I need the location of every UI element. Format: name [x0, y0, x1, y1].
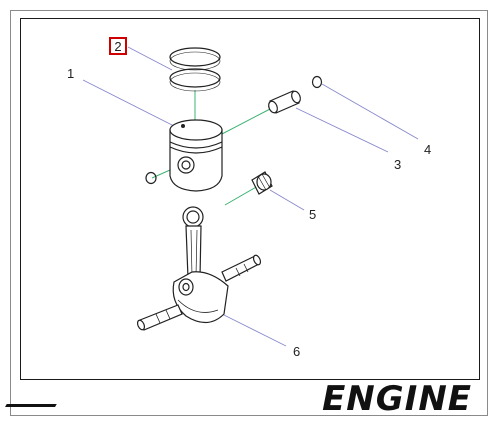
outer-frame: [10, 10, 488, 416]
connecting-rod: [182, 206, 204, 279]
callout-6[interactable]: 6: [293, 344, 301, 359]
leader-lines: [82, 46, 419, 347]
logo-text: ENGINE: [322, 379, 472, 419]
callout-1[interactable]: 1: [67, 66, 75, 81]
callout-2-label: 2: [114, 38, 122, 54]
callout-2[interactable]: 2: [109, 37, 127, 55]
crankshaft: [136, 254, 262, 331]
assembly-lines: [151, 90, 273, 206]
circlip-right: [311, 75, 323, 89]
piston-rings: [169, 47, 221, 92]
callout-5[interactable]: 5: [309, 207, 317, 222]
callout-4[interactable]: 4: [424, 142, 432, 157]
circlip-left: [145, 171, 157, 185]
engine-logo: ENGINE: [5, 379, 472, 419]
diagram-frame: [20, 18, 480, 380]
callout-3[interactable]: 3: [394, 157, 402, 172]
needle-bearing: [251, 171, 273, 195]
piston: [169, 119, 223, 192]
piston-pin: [268, 90, 301, 114]
